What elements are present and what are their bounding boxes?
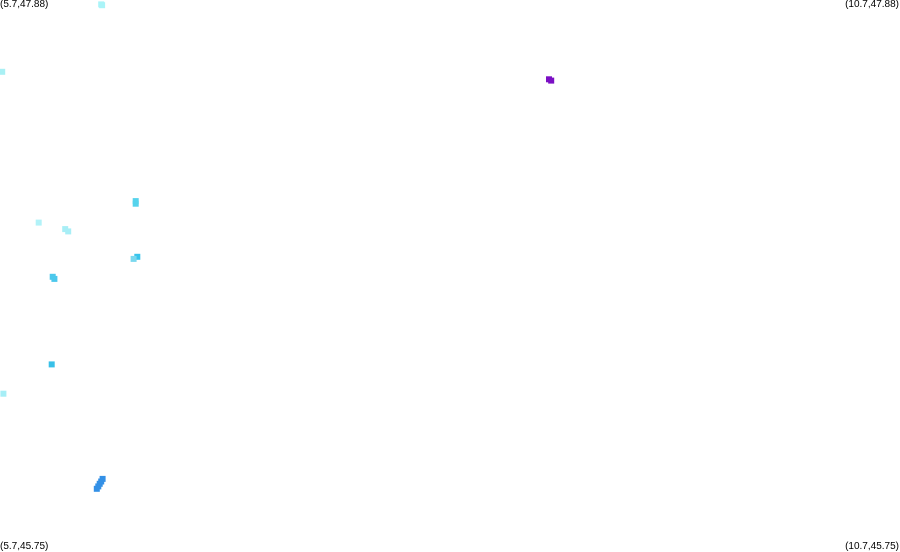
map-point-10 — [134, 253, 141, 260]
corner-label-top-left: (5.7,47.88) — [0, 0, 49, 10]
map-point-4 — [548, 77, 555, 84]
map-point-13 — [51, 275, 58, 282]
map-point-7 — [35, 219, 42, 226]
corner-label-bottom-left: (5.7,45.75) — [0, 541, 49, 552]
map-point-14 — [48, 361, 55, 368]
map-point-9 — [65, 228, 72, 235]
map-point-11 — [130, 255, 137, 262]
map-point-6 — [132, 200, 139, 207]
map-point-2 — [0, 68, 6, 75]
map-point-1 — [99, 2, 106, 9]
corner-label-top-right: (10.7,47.88) — [845, 0, 899, 10]
map-point-15 — [0, 390, 7, 397]
map-point-20 — [93, 485, 100, 492]
corner-label-bottom-right: (10.7,45.75) — [845, 541, 899, 552]
